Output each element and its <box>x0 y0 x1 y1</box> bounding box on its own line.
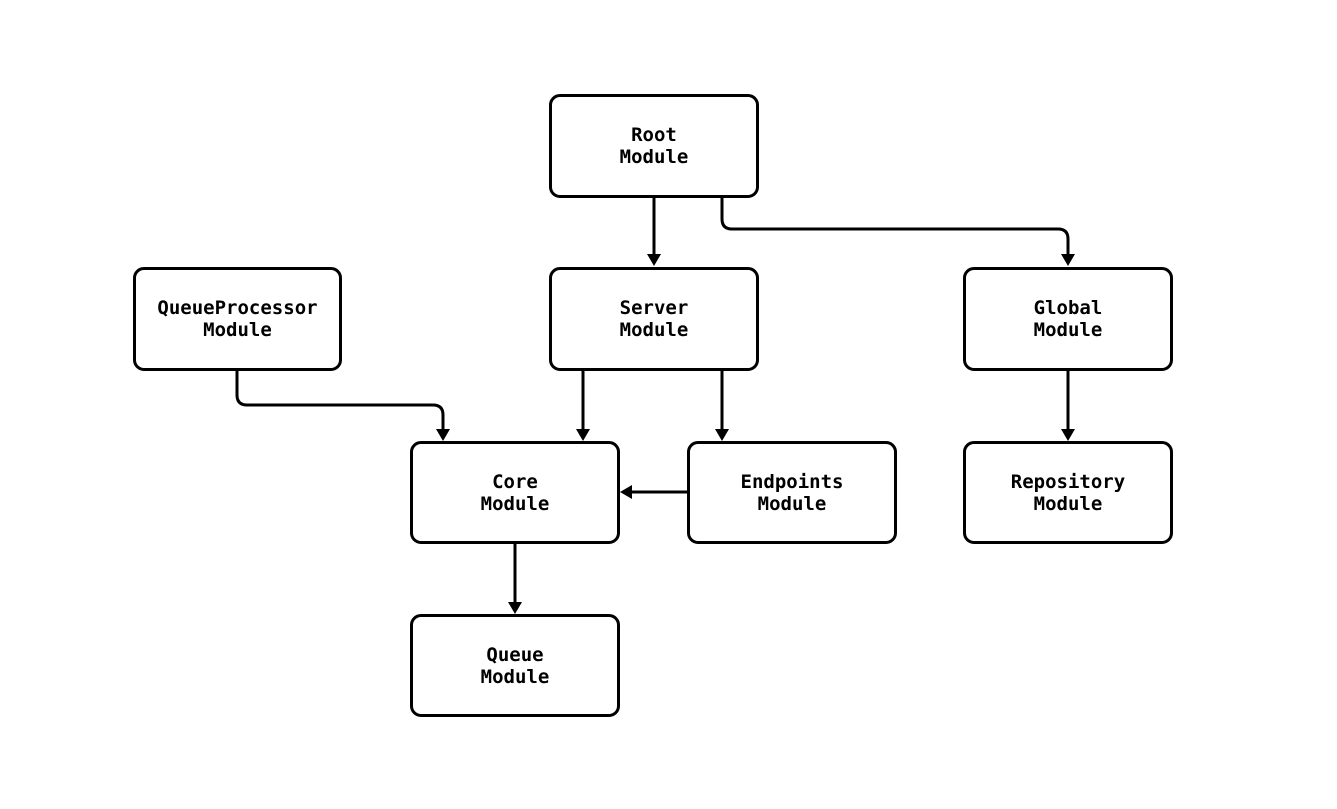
node-root-module[interactable]: Root Module <box>549 94 759 198</box>
node-repository-module-label-line2: Module <box>1033 492 1103 515</box>
node-core-module[interactable]: Core Module <box>410 441 620 544</box>
node-queue-module-label-line1: Queue <box>486 643 544 666</box>
edge-endpoints-core-arrowhead <box>620 485 632 499</box>
node-core-module-label-line2: Module <box>480 492 550 515</box>
edge-root-global-line <box>720 198 1070 254</box>
node-queueprocessor-module-label-line2: Module <box>203 319 272 341</box>
node-root-module-label-line1: Root <box>631 124 677 146</box>
node-repository-module-label-line1: Repository <box>1010 470 1126 493</box>
edge-server-core-arrowhead <box>576 429 590 441</box>
node-global-module-label-line2: Module <box>1033 319 1103 341</box>
node-queue-module-label-line2: Module <box>480 665 550 688</box>
edge-queueprocessor-core-line <box>235 371 445 429</box>
node-server-module-label-line2: Module <box>619 319 689 341</box>
node-endpoints-module-label-line2: Module <box>757 492 827 515</box>
node-server-module-label-line1: Server <box>619 297 689 319</box>
node-global-module[interactable]: Global Module <box>963 267 1173 371</box>
node-root-module-label-line2: Module <box>619 146 689 168</box>
node-queueprocessor-module-label-line1: QueueProcessor <box>157 297 318 319</box>
node-core-module-label-line1: Core <box>492 470 538 493</box>
node-endpoints-module-label-line1: Endpoints <box>740 470 844 493</box>
node-endpoints-module[interactable]: Endpoints Module <box>687 441 897 544</box>
edge-core-queue-arrowhead <box>508 602 522 614</box>
node-repository-module[interactable]: Repository Module <box>963 441 1173 544</box>
edge-server-endpoints-arrowhead <box>715 429 729 441</box>
node-global-module-label-line1: Global <box>1033 297 1103 319</box>
node-queueprocessor-module[interactable]: QueueProcessor Module <box>133 267 342 371</box>
edge-root-server-arrowhead <box>647 254 661 266</box>
edge-global-repository-arrowhead <box>1061 429 1075 441</box>
node-server-module[interactable]: Server Module <box>549 267 759 371</box>
node-queue-module[interactable]: Queue Module <box>410 614 620 717</box>
edge-root-global-arrowhead <box>1061 254 1075 266</box>
edge-queueprocessor-core-arrowhead <box>436 429 450 441</box>
